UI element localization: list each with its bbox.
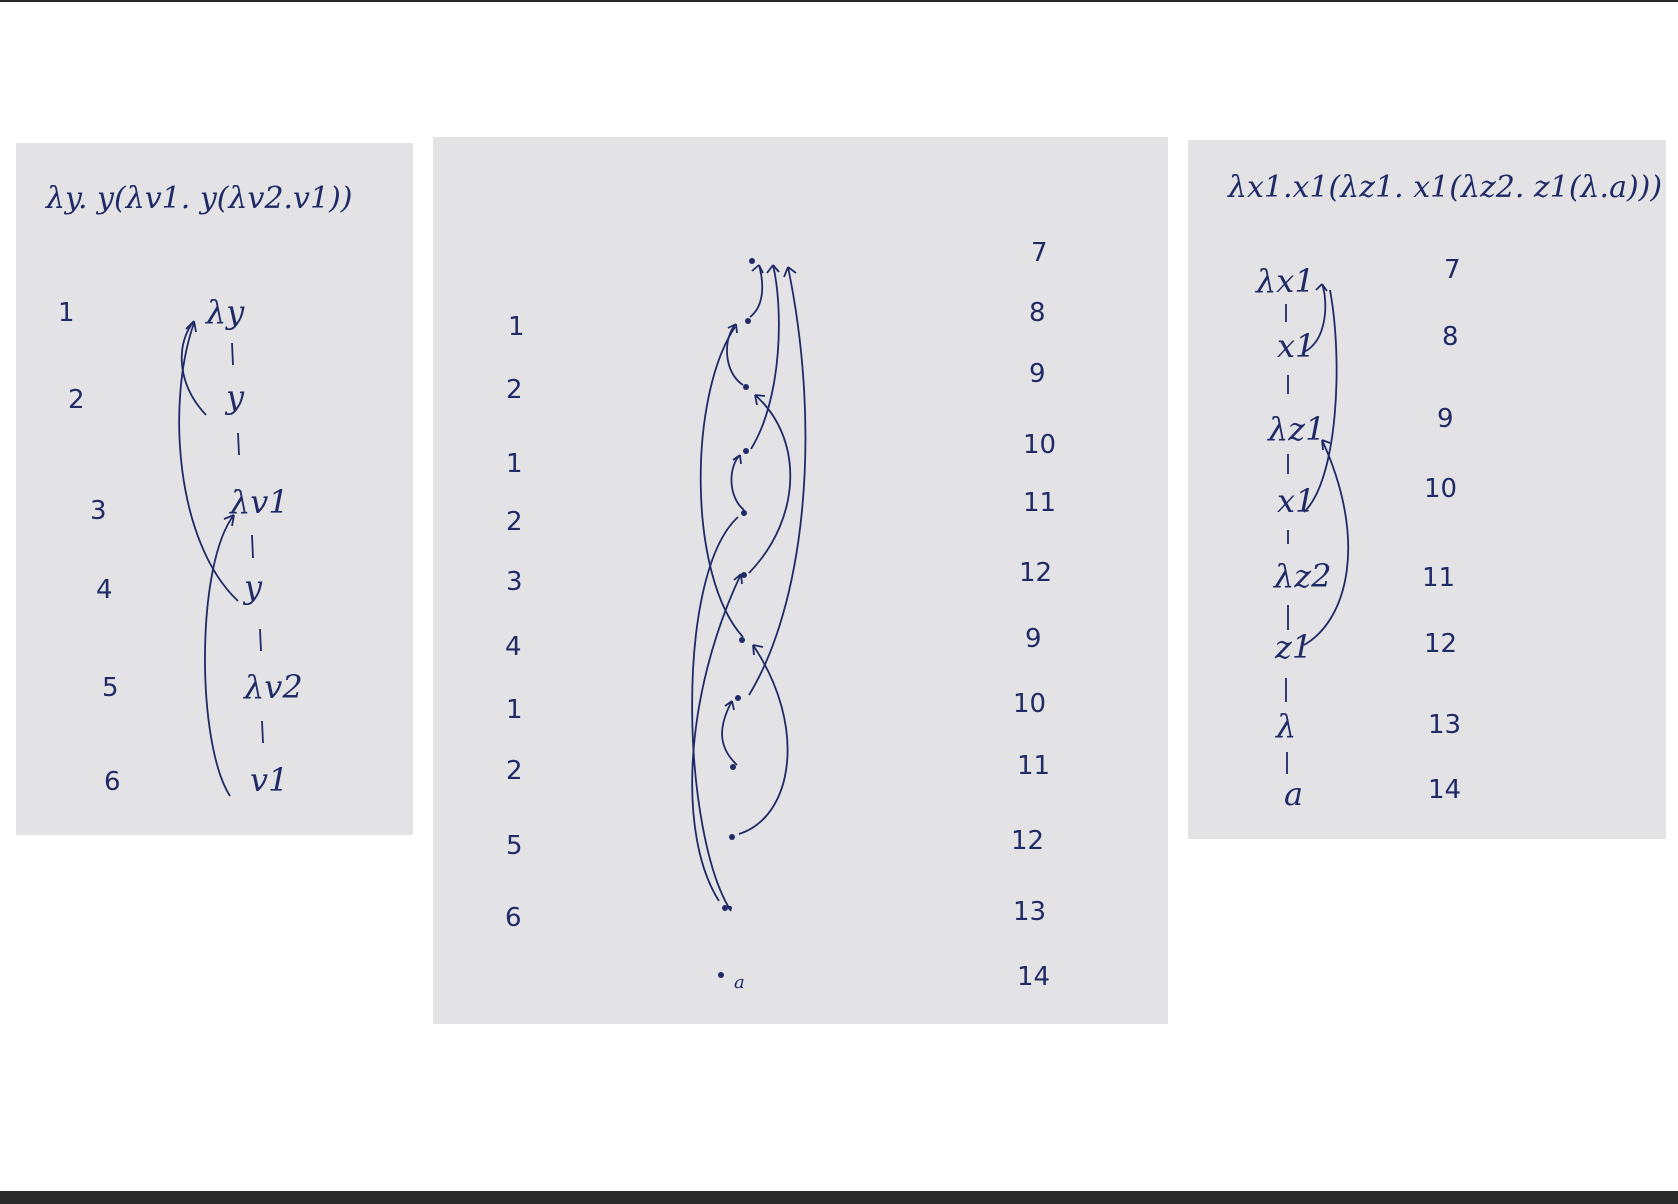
mid-left-num-3: 1 <box>506 449 523 479</box>
left-node-6: v1 <box>250 761 288 799</box>
mid-right-num-8: 10 <box>1013 689 1046 719</box>
mid-node-dot <box>741 510 747 516</box>
left-node-1: λy <box>204 293 245 331</box>
left-node-2: y <box>224 378 245 416</box>
right-num-5: 11 <box>1422 563 1455 593</box>
right-num-3: 9 <box>1437 404 1454 434</box>
mid-node-dot <box>739 637 745 643</box>
middle-traversal-diagram: 1 2 1 2 3 4 1 2 5 6 7 8 9 10 11 12 9 10 … <box>505 238 1056 993</box>
mid-arrow <box>721 700 738 766</box>
right-num-2: 8 <box>1442 322 1459 352</box>
left-level-5: 5 <box>102 673 119 703</box>
right-num-1: 7 <box>1444 255 1461 285</box>
right-node-7: λ <box>1274 707 1296 745</box>
top-border <box>0 0 1678 2</box>
left-edge-5 <box>261 720 264 744</box>
mid-node-dot <box>741 572 747 578</box>
mid-left-num-8: 2 <box>506 756 523 786</box>
right-num-7: 13 <box>1428 710 1461 740</box>
mid-arrow <box>699 326 744 638</box>
mid-node-dot <box>735 695 741 701</box>
left-edge-2 <box>237 432 240 456</box>
mid-node-dot <box>730 764 736 770</box>
mid-left-num-7: 1 <box>506 695 523 725</box>
mid-right-num-5: 11 <box>1023 488 1056 518</box>
mid-node-dot <box>743 384 749 390</box>
mid-left-num-10: 6 <box>505 903 522 933</box>
left-level-2: 2 <box>68 385 85 415</box>
left-level-4: 4 <box>96 575 113 605</box>
mid-arrow <box>749 264 764 318</box>
right-tree-diagram: λx1.x1(λz1. x1(λz2. z1(λ.a))) λx1 x1 λz1… <box>1227 170 1662 813</box>
mid-right-num-3: 9 <box>1029 359 1046 389</box>
mid-arrow <box>726 323 744 386</box>
right-node-2: x1 <box>1277 327 1315 365</box>
mid-node-dot <box>718 972 724 978</box>
mid-node-dot <box>749 258 755 264</box>
left-edge-3 <box>251 534 254 559</box>
right-node-4: x1 <box>1277 482 1315 520</box>
mid-right-num-6: 12 <box>1019 558 1052 588</box>
mid-left-num-2: 2 <box>506 375 523 405</box>
left-formula: λy. y(λv1. y(λv2.v1)) <box>45 181 353 216</box>
mid-arrow <box>738 644 789 835</box>
right-node-6: z1 <box>1274 628 1312 666</box>
mid-left-num-1: 1 <box>508 312 525 342</box>
right-formula: λx1.x1(λz1. x1(λz2. z1(λ.a))) <box>1227 170 1662 205</box>
left-level-3: 3 <box>90 496 107 526</box>
right-num-4: 10 <box>1424 474 1457 504</box>
mid-arrow <box>748 394 792 574</box>
mid-arrow <box>748 266 807 696</box>
right-node-1: λx1 <box>1254 262 1315 300</box>
mid-node-dot <box>745 318 751 324</box>
left-node-4: y <box>242 568 263 606</box>
mid-right-num-1: 7 <box>1031 238 1048 268</box>
mid-arrow <box>750 264 780 450</box>
right-node-8: a <box>1284 775 1303 813</box>
mid-right-num-12: 14 <box>1017 962 1050 992</box>
mid-left-num-6: 4 <box>505 632 522 662</box>
right-pointer-arrow-3 <box>1303 439 1350 646</box>
mid-bottom-label: a <box>734 972 745 993</box>
mid-right-num-11: 13 <box>1013 897 1046 927</box>
left-panel: λy. y(λv1. y(λv2.v1)) 1 2 3 4 5 6 λy y λ… <box>16 143 413 835</box>
left-node-5: λv2 <box>242 668 303 706</box>
left-edge-4 <box>259 628 262 652</box>
mid-left-num-9: 5 <box>506 831 523 861</box>
right-node-3: λz1 <box>1266 410 1326 448</box>
mid-node-dot <box>722 905 728 911</box>
right-panel: λx1.x1(λz1. x1(λz2. z1(λ.a))) λx1 x1 λz1… <box>1188 140 1666 839</box>
left-pointer-arrow-1 <box>180 320 207 416</box>
middle-panel: 1 2 1 2 3 4 1 2 5 6 7 8 9 10 11 12 9 10 … <box>433 137 1168 1024</box>
mid-node-dot <box>729 834 735 840</box>
mid-right-num-4: 10 <box>1023 430 1056 460</box>
bottom-border <box>0 1191 1678 1204</box>
left-pointer-arrow-2 <box>178 322 239 602</box>
mid-left-num-5: 3 <box>506 567 523 597</box>
left-node-3: λv1 <box>228 483 289 521</box>
right-node-5: λz2 <box>1272 557 1332 595</box>
mid-arrow <box>691 573 743 902</box>
mid-right-num-10: 12 <box>1011 826 1044 856</box>
left-level-6: 6 <box>104 767 121 797</box>
right-num-6: 12 <box>1424 629 1457 659</box>
right-pointer-arrow-1 <box>1303 283 1328 353</box>
right-pointer-arrow-2 <box>1303 289 1338 513</box>
mid-arrow <box>730 454 745 511</box>
left-tree-diagram: λy. y(λv1. y(λv2.v1)) 1 2 3 4 5 6 λy y λ… <box>45 181 353 799</box>
mid-right-num-9: 11 <box>1017 751 1050 781</box>
mid-left-num-4: 2 <box>506 507 523 537</box>
mid-right-num-7: 9 <box>1025 624 1042 654</box>
mid-node-dot <box>743 448 749 454</box>
mid-arrow <box>691 516 739 912</box>
mid-right-num-2: 8 <box>1029 298 1046 328</box>
left-level-1: 1 <box>58 298 75 328</box>
right-num-8: 14 <box>1428 775 1461 805</box>
left-pointer-arrow-3 <box>204 514 235 797</box>
left-edge-1 <box>231 342 234 366</box>
